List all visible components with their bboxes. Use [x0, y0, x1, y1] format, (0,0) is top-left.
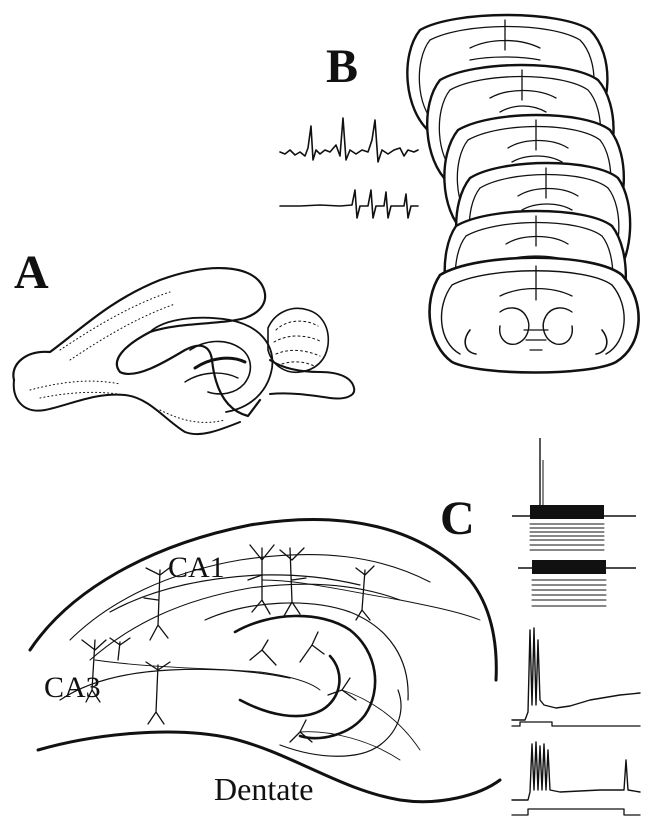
- sustained-firing-trace: [512, 742, 640, 815]
- coronal-section-6: [430, 258, 639, 373]
- current-step-protocol: [518, 560, 636, 606]
- region-label-ca3: CA3: [44, 671, 101, 704]
- panel-c-letter: C: [440, 492, 475, 545]
- coronal-section-stack: [407, 15, 638, 373]
- extracellular-trace-lower: [280, 190, 418, 218]
- hippocampus-3d-drawing: [13, 268, 354, 434]
- panel-a: A: [13, 246, 354, 434]
- extracellular-trace-upper: [280, 118, 418, 162]
- panel-b-letter: B: [326, 40, 358, 93]
- region-label-dentate: Dentate: [214, 771, 314, 807]
- hippocampal-slice: CA1 CA3 Dentate: [30, 520, 500, 807]
- panel-b: B: [280, 15, 639, 373]
- panel-c: C: [440, 438, 640, 815]
- current-clamp-family-trace: [512, 438, 636, 550]
- panel-a-letter: A: [14, 246, 49, 299]
- region-label-ca1: CA1: [168, 551, 225, 584]
- burst-firing-trace: [512, 628, 640, 726]
- ca3-pyramidal-neurons: [82, 638, 320, 724]
